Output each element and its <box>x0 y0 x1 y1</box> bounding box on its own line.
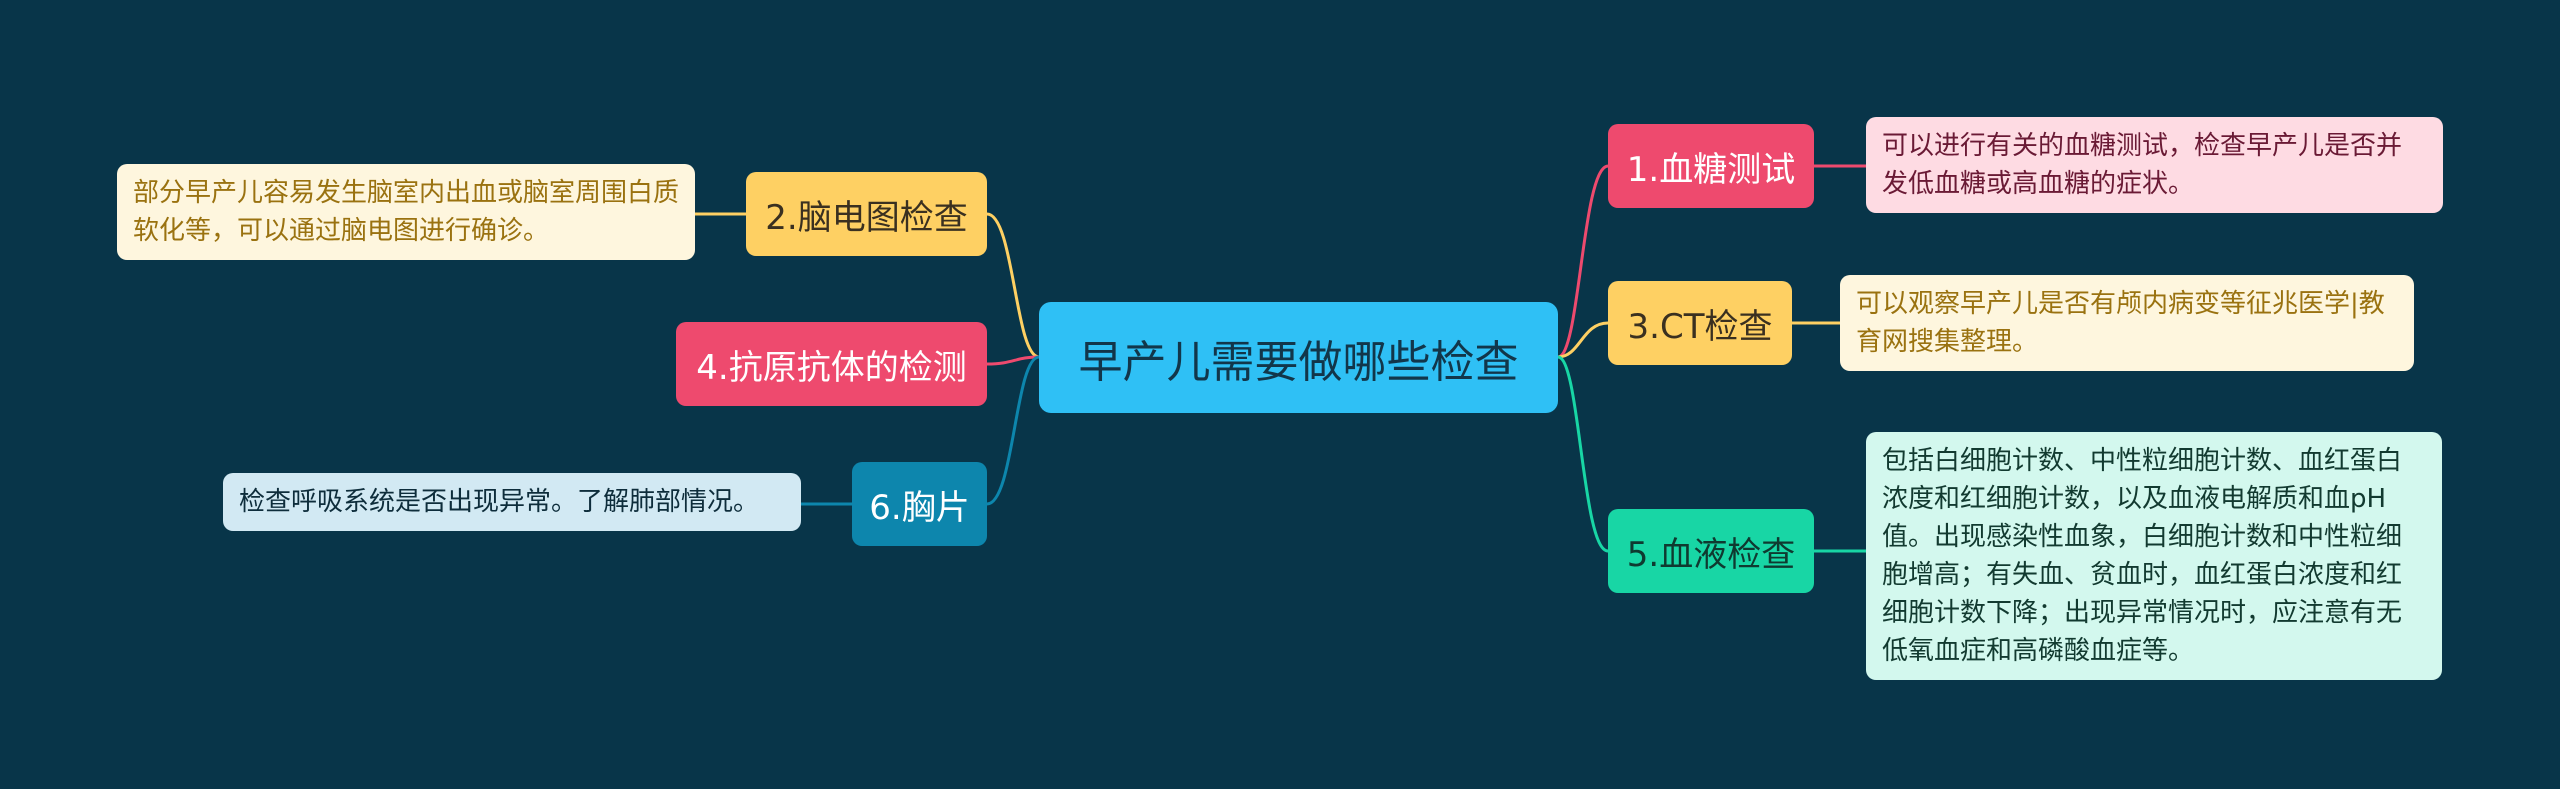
branch-ct-exam[interactable]: 3.CT检查 <box>1608 281 1792 365</box>
branch-label: 2.脑电图检查 <box>765 197 968 238</box>
note-blood-sugar-test[interactable]: 可以进行有关的血糖测试，检查早产儿是否并发低血糖或高血糖的症状。 <box>1866 117 2443 213</box>
branch-blood-exam[interactable]: 5.血液检查 <box>1608 509 1814 593</box>
branch-label: 6.胸片 <box>869 487 970 528</box>
branch-label: 5.血液检查 <box>1626 534 1796 575</box>
central-topic-label: 早产儿需要做哪些检查 <box>1078 336 1519 388</box>
note-eeg-exam[interactable]: 部分早产儿容易发生脑室内出血或脑室周围白质软化等，可以通过脑电图进行确诊。 <box>117 164 695 260</box>
link-b4 <box>986 355 1040 366</box>
branch-label: 1.血糖测试 <box>1626 149 1796 190</box>
link-b5 <box>1557 355 1609 553</box>
note-chest-xray[interactable]: 检查呼吸系统是否出现异常。了解肺部情况。 <box>223 473 801 531</box>
branch-chest-xray[interactable]: 6.胸片 <box>852 462 987 546</box>
note-ct-exam[interactable]: 可以观察早产儿是否有颅内病变等征兆医学|教育网搜集整理。 <box>1840 275 2414 371</box>
link-b1 <box>1557 164 1609 359</box>
branch-blood-sugar-test[interactable]: 1.血糖测试 <box>1608 124 1814 208</box>
branch-label: 4.抗原抗体的检测 <box>696 347 967 388</box>
link-b6 <box>986 355 1040 506</box>
link-b2 <box>986 212 1040 359</box>
note-blood-exam[interactable]: 包括白细胞计数、中性粒细胞计数、血红蛋白浓度和红细胞计数，以及血液电解质和血pH… <box>1866 432 2442 680</box>
branch-label: 3.CT检查 <box>1627 306 1773 347</box>
central-topic[interactable]: 早产儿需要做哪些检查 <box>1039 302 1558 413</box>
branch-eeg-exam[interactable]: 2.脑电图检查 <box>746 172 987 256</box>
link-b3 <box>1557 321 1609 359</box>
branch-antigen-antibody-test[interactable]: 4.抗原抗体的检测 <box>676 322 987 406</box>
